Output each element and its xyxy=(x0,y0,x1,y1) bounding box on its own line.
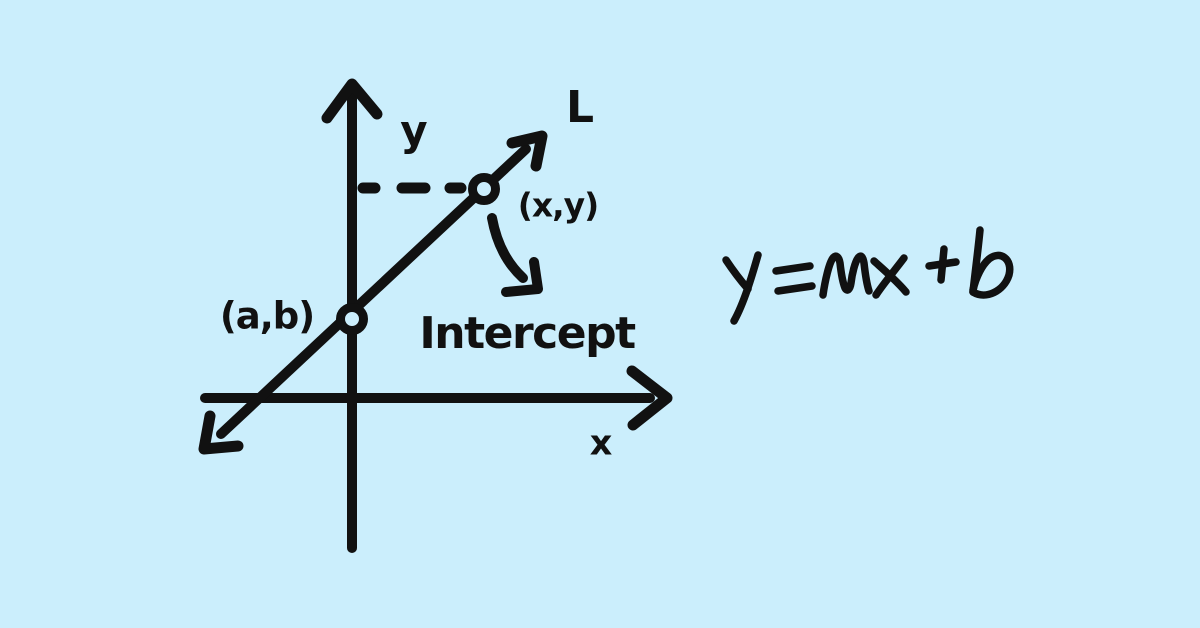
equation-glyph-equals-bottom xyxy=(774,282,816,295)
equation-glyph-y2 xyxy=(730,251,762,325)
point-ab-label: (a,b) xyxy=(219,294,315,338)
equation-glyph-equals-top xyxy=(772,262,814,275)
intercept-arrowhead-icon xyxy=(501,257,543,297)
intercept-curved-arrow xyxy=(487,213,528,283)
x-axis-label: x xyxy=(589,423,613,464)
y-axis-arrowhead-icon xyxy=(321,78,383,124)
line-l-upper-arrowhead-icon xyxy=(506,130,548,172)
equation-glyph-y xyxy=(722,256,752,293)
line-l-lower-arrowhead-icon xyxy=(198,410,244,455)
equation-handwriting xyxy=(722,226,1014,325)
y-axis-label: y xyxy=(400,106,428,155)
equation-glyph-b-bowl xyxy=(969,251,1014,299)
point-xy-marker xyxy=(468,173,500,205)
point-xy-label: (x,y) xyxy=(517,185,599,225)
intercept-caption: Intercept xyxy=(419,308,636,359)
equation-glyph-m xyxy=(819,252,873,299)
equation-glyph-x2 xyxy=(872,254,908,299)
equation-glyph-plus-v xyxy=(937,245,948,284)
point-ab-marker xyxy=(336,303,368,335)
line-l-label: L xyxy=(565,82,595,133)
x-axis-arrowhead-icon xyxy=(626,365,673,431)
